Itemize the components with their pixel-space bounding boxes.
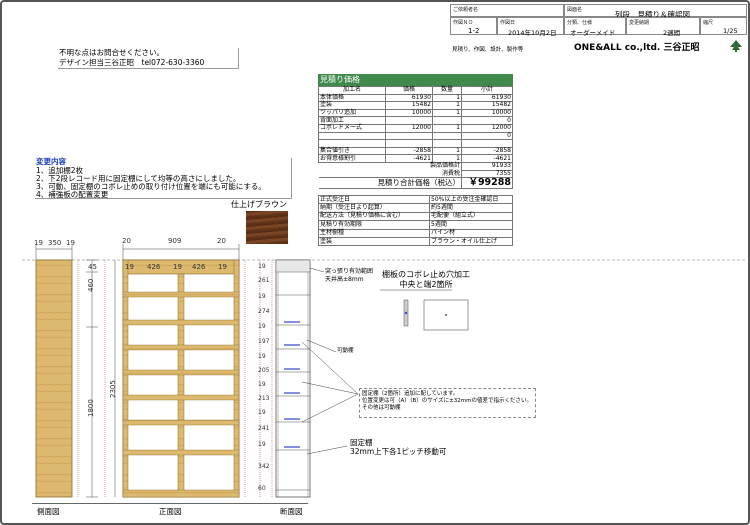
- drawing-name: 列段 見積り＆確認図: [615, 10, 690, 19]
- note-tsuppari: 突っ張り有効範囲 天井高±8mm: [325, 268, 374, 283]
- dim-section: 241: [258, 425, 270, 432]
- dim-section: 205: [258, 367, 270, 374]
- section-dimensions: 19 261 19 274 19 197 19 205 19 213 19 24…: [258, 264, 272, 496]
- note-fixed-detail: 固定棚（2箇所）追加に配しています。 位置変更は可（A）（B）のサイズに±32m…: [362, 391, 532, 411]
- dim-front-inner: 426: [192, 263, 206, 271]
- date-label: 作図日: [500, 20, 516, 26]
- dim-section: 19: [258, 353, 266, 360]
- dim-side-height: 1800: [87, 399, 95, 417]
- dim-section: 19: [258, 381, 266, 388]
- date-cell: 作図日 2014年10月2日: [497, 17, 564, 37]
- total: ￥99288: [461, 177, 513, 190]
- change-item: 2、下2段レコード用に固定棚にして均等の高さにしました。: [36, 174, 241, 183]
- estimate-header: 見積り価格: [318, 74, 513, 86]
- delivery-cell: 変更納期 2週間: [626, 17, 700, 37]
- contact-line1: 不明な点はお問合せください。: [59, 48, 164, 57]
- dim-section: 19: [258, 323, 266, 330]
- dim-section: 60: [258, 485, 266, 492]
- dim-section: 274: [258, 308, 270, 315]
- fixed-shelf-note-box: 固定棚（2箇所）追加に配しています。 位置変更は可（A）（B）のサイズに±32m…: [359, 388, 536, 418]
- dim-front-top-width: 909: [168, 237, 182, 245]
- changes-box: 変更内容 1、追加棚2枚 2、下2段レコード用に固定棚にして均等の高さにしました…: [35, 158, 292, 199]
- scale-cell: 縮尺 1/25: [700, 17, 747, 35]
- note-koboredome: 棚板のコボレ止め穴加工 中央と端2箇所: [382, 270, 470, 289]
- section-view: [259, 259, 469, 498]
- drawing-no-cell: 作図ＮＯ 1-2: [450, 17, 497, 35]
- dim-front-inner: 19: [125, 263, 134, 271]
- category-label: 分類、仕様: [567, 20, 593, 26]
- company-name: ONE&ALL co.,ltd. 三谷正昭: [574, 43, 700, 53]
- dim-section: 342: [258, 463, 270, 470]
- dim-front-top-left: 20: [122, 237, 131, 245]
- note-fixed: 固定棚 32mm上下各1ピッチ移動可: [350, 438, 447, 456]
- dim-side-top-right: 19: [66, 239, 75, 247]
- dim-section: 19: [258, 263, 266, 270]
- label-front-view: 正面図: [159, 507, 182, 516]
- contact-line2: デザイン担当三谷正昭 tel072-630-3360: [59, 58, 205, 67]
- change-item: 1、追加棚2枚: [36, 166, 84, 175]
- category-cell: 分類、仕様 オーダーメイド: [564, 17, 626, 37]
- drawing-no: 1-2: [468, 27, 480, 35]
- dim-section: 19: [258, 409, 266, 416]
- dim-front-inner: 426: [147, 263, 161, 271]
- dim-total-height: 2305: [109, 380, 117, 398]
- tree-logo-icon: [730, 40, 742, 52]
- total-row: 見積り合計価格（税込） ￥99288: [318, 177, 513, 190]
- delivery-label: 変更納期: [629, 20, 650, 26]
- swatch-label: 仕上げブラウン: [231, 200, 287, 209]
- customer-label: ご依頼者名: [453, 7, 479, 13]
- delivery: 2週間: [663, 29, 681, 37]
- dim-section: 261: [258, 277, 270, 284]
- change-item: 4、補強板の配置変更: [36, 190, 109, 199]
- title-block: ご依頼者名 図面名 列段 見積り＆確認図 作図ＮＯ 1-2 作図日 2014年1…: [450, 4, 747, 54]
- services-cell: 見積り、作図、設計、製作等: [450, 35, 564, 54]
- changes-title: 変更内容: [36, 157, 66, 166]
- dim-section: 197: [258, 338, 270, 345]
- dim-section: 213: [258, 395, 270, 402]
- label-section-view: 断面図: [280, 507, 303, 516]
- view-label-line: [32, 503, 308, 504]
- services: 見積り、作図、設計、製作等: [452, 47, 524, 53]
- dim-side-top-depth: 350: [48, 239, 62, 247]
- dim-side-height: 45: [88, 263, 97, 271]
- customer-cell: ご依頼者名: [450, 4, 564, 17]
- dim-side-top-left: 19: [34, 239, 43, 247]
- label-side-view: 側面図: [37, 507, 60, 516]
- date: 2014年10月2日: [508, 29, 557, 37]
- change-item: 3、可動、固定棚のコボレ止めの取り付け位置を端にも可能にする。: [36, 182, 266, 191]
- dim-section: 19: [258, 293, 266, 300]
- dim-side-height: 460: [87, 278, 95, 292]
- scale-label: 縮尺: [703, 20, 714, 26]
- dim-front-inner: 19: [173, 263, 182, 271]
- category: オーダーメイド: [570, 29, 616, 37]
- drawing-no-label: 作図ＮＯ: [453, 20, 474, 26]
- contact-box: 不明な点はお問合せください。 デザイン担当三谷正昭 tel072-630-336…: [58, 48, 239, 69]
- side-view: [35, 245, 98, 498]
- scale: 1/25: [723, 27, 738, 35]
- dim-front-inner: 19: [218, 263, 227, 271]
- table-row: 塗装ブラウン・オイル仕上げ: [318, 236, 513, 247]
- drawing-name-cell: 図面名 列段 見積り＆確認図: [564, 4, 747, 19]
- drawing-name-label: 図面名: [567, 7, 583, 13]
- brown-finish-swatch: [246, 211, 288, 244]
- front-view: [104, 244, 246, 498]
- dim-section: 19: [258, 441, 266, 448]
- estimate-column-header: 加工名 価格 数量 小計: [318, 86, 513, 95]
- condition-value: ブラウン・オイル仕上げ: [429, 236, 513, 247]
- dim-front-top-right: 20: [217, 237, 226, 245]
- note-movable: 可動棚: [337, 348, 354, 354]
